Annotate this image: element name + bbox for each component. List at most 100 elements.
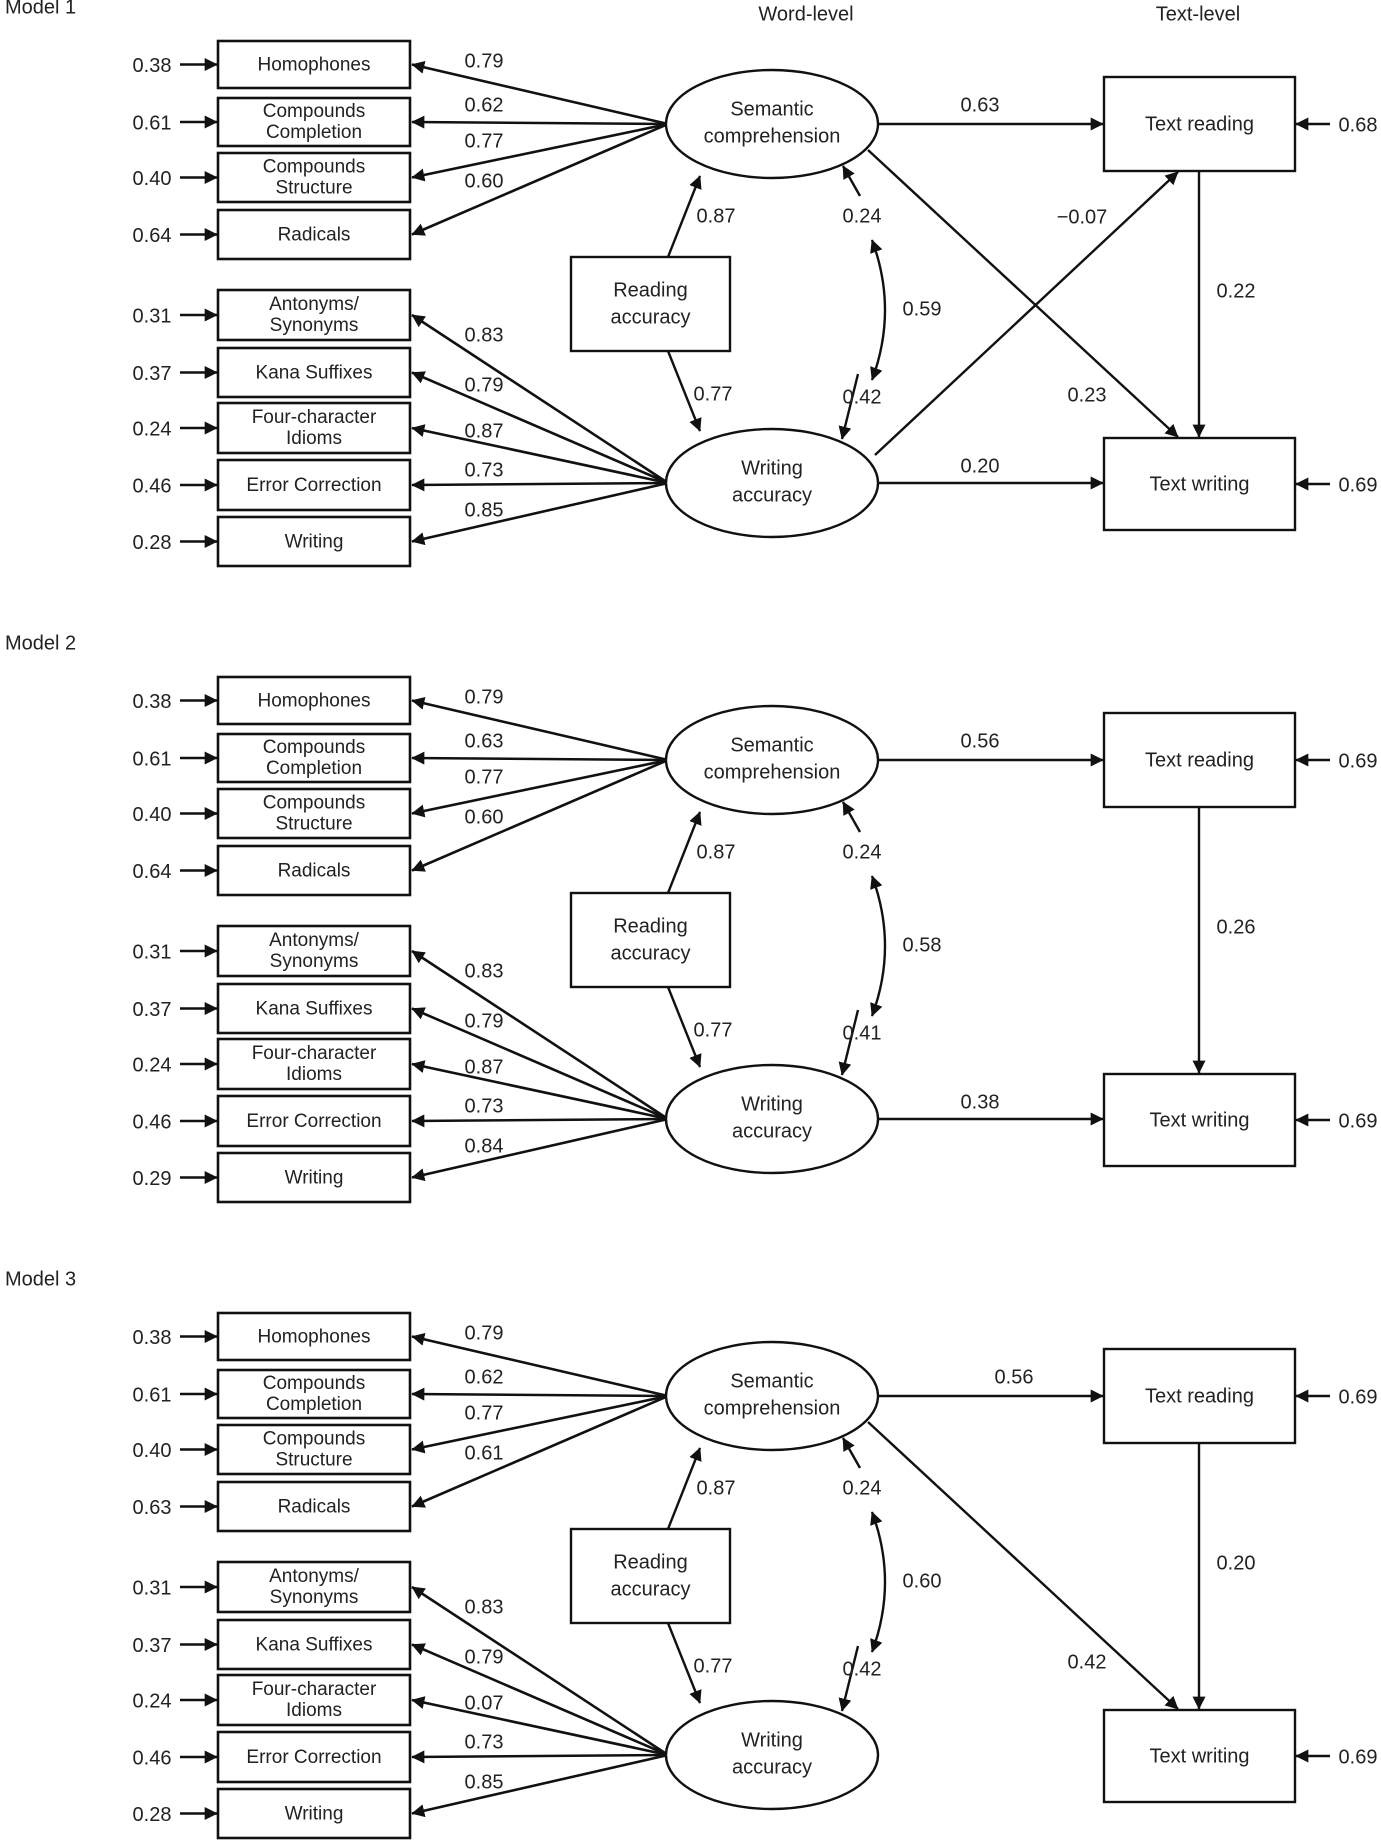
error-variance: 0.61 bbox=[133, 1384, 172, 1406]
semantic-label: comprehension bbox=[704, 125, 841, 147]
error-variance: 0.46 bbox=[133, 1747, 172, 1769]
path-value: 0.87 bbox=[697, 841, 736, 863]
text-reading-label: Text reading bbox=[1145, 749, 1254, 771]
error-variance: 0.37 bbox=[133, 999, 172, 1021]
indicator-rect bbox=[216, 208, 412, 261]
loading-arrow bbox=[411, 1753, 669, 1818]
path-value: 0.87 bbox=[697, 205, 736, 227]
indicator-label: Error Correction bbox=[246, 475, 381, 496]
loading-arrow bbox=[411, 949, 669, 1121]
text-writing-label: Text writing bbox=[1149, 1745, 1249, 1767]
loading-value: 0.73 bbox=[465, 1731, 504, 1753]
text-writing-rect bbox=[1102, 436, 1297, 532]
indicator-label: Completion bbox=[266, 122, 362, 143]
indicator-rect bbox=[216, 787, 412, 840]
indicator-label: Structure bbox=[275, 814, 352, 835]
residual-value: 0.42 bbox=[843, 386, 882, 408]
residual-value: 0.41 bbox=[843, 1022, 882, 1044]
path-value: 0.42 bbox=[1068, 1651, 1107, 1673]
semantic-residual-arrow bbox=[841, 165, 862, 197]
semantic-label: Semantic bbox=[730, 98, 813, 120]
indicator-label: Kana Suffixes bbox=[256, 999, 373, 1020]
reading-accuracy-label: accuracy bbox=[610, 942, 690, 964]
reading-accuracy-label: accuracy bbox=[610, 1578, 690, 1600]
error-variance: 0.28 bbox=[133, 1804, 172, 1826]
writing-label: accuracy bbox=[732, 1120, 812, 1142]
header-word-level: Word-level bbox=[758, 3, 853, 25]
writing-residual-arrow bbox=[838, 1009, 860, 1076]
error-variance: 0.31 bbox=[133, 941, 172, 963]
loading-value: 0.85 bbox=[465, 1771, 504, 1793]
indicator-label: Writing bbox=[285, 1168, 344, 1189]
indicator-box: Radicals 0.64 0.60 bbox=[133, 122, 669, 261]
indicator-label: Idioms bbox=[286, 428, 342, 449]
error-variance: 0.63 bbox=[133, 1497, 172, 1519]
loading-value: 0.73 bbox=[465, 459, 504, 481]
loading-value: 0.83 bbox=[465, 1596, 504, 1618]
loading-value: 0.62 bbox=[465, 94, 504, 116]
residual-value: 0.24 bbox=[843, 205, 882, 227]
loading-arrow bbox=[411, 1060, 669, 1121]
text-writing-error: 0.69 bbox=[1339, 474, 1378, 496]
indicator-label: Radicals bbox=[278, 225, 351, 246]
path-reading-to-semantic bbox=[666, 811, 702, 894]
residual-value: 0.24 bbox=[843, 1477, 882, 1499]
indicator-label: Synonyms bbox=[270, 951, 359, 972]
error-variance: 0.38 bbox=[133, 1327, 172, 1349]
error-variance: 0.64 bbox=[133, 861, 172, 883]
writing-label: accuracy bbox=[732, 484, 812, 506]
indicator-label: Homophones bbox=[257, 55, 370, 76]
loading-value: 0.60 bbox=[465, 170, 504, 192]
writing-residual-arrow bbox=[838, 1645, 860, 1712]
indicator-label: Antonyms/ bbox=[269, 294, 359, 315]
residual-value: 0.42 bbox=[843, 1658, 882, 1680]
loading-arrow bbox=[411, 1117, 669, 1182]
indicator-rect bbox=[216, 1730, 412, 1784]
indicator-label: Antonyms/ bbox=[269, 1566, 359, 1587]
indicator-rect bbox=[216, 1618, 412, 1671]
path-value: 0.20 bbox=[961, 455, 1000, 477]
error-variance: 0.40 bbox=[133, 168, 172, 190]
loading-value: 0.83 bbox=[465, 960, 504, 982]
reading-accuracy-label: Reading bbox=[613, 1551, 688, 1573]
indicator-rect bbox=[216, 1787, 412, 1840]
residual-value: 0.24 bbox=[843, 841, 882, 863]
indicator-label: Idioms bbox=[286, 1064, 342, 1085]
error-variance: 0.64 bbox=[133, 225, 172, 247]
indicator-label: Structure bbox=[275, 1450, 352, 1471]
writing-residual-arrow bbox=[838, 373, 860, 440]
text-writing-error: 0.69 bbox=[1339, 1110, 1378, 1132]
indicator-rect bbox=[216, 288, 412, 342]
indicator-label: Four-character bbox=[252, 407, 377, 428]
indicator-label: Writing bbox=[285, 532, 344, 553]
loading-value: 0.62 bbox=[465, 1366, 504, 1388]
writing-ellipse bbox=[664, 1699, 880, 1811]
indicator-rect bbox=[216, 924, 412, 978]
path-value: 0.22 bbox=[1217, 280, 1256, 302]
loading-value: 0.79 bbox=[465, 686, 504, 708]
covariance-value: 0.60 bbox=[903, 1570, 942, 1592]
indicator-rect bbox=[216, 1480, 412, 1533]
writing-ellipse bbox=[664, 427, 880, 539]
loading-arrow bbox=[411, 1114, 669, 1128]
indicator-label: Completion bbox=[266, 758, 362, 779]
loading-arrow bbox=[411, 1394, 669, 1508]
indicator-label: Antonyms/ bbox=[269, 930, 359, 951]
indicator-label: Compounds bbox=[263, 1429, 365, 1450]
path-value: 0.63 bbox=[961, 94, 1000, 116]
reading-accuracy-label: Reading bbox=[613, 915, 688, 937]
loading-arrow bbox=[411, 122, 669, 182]
